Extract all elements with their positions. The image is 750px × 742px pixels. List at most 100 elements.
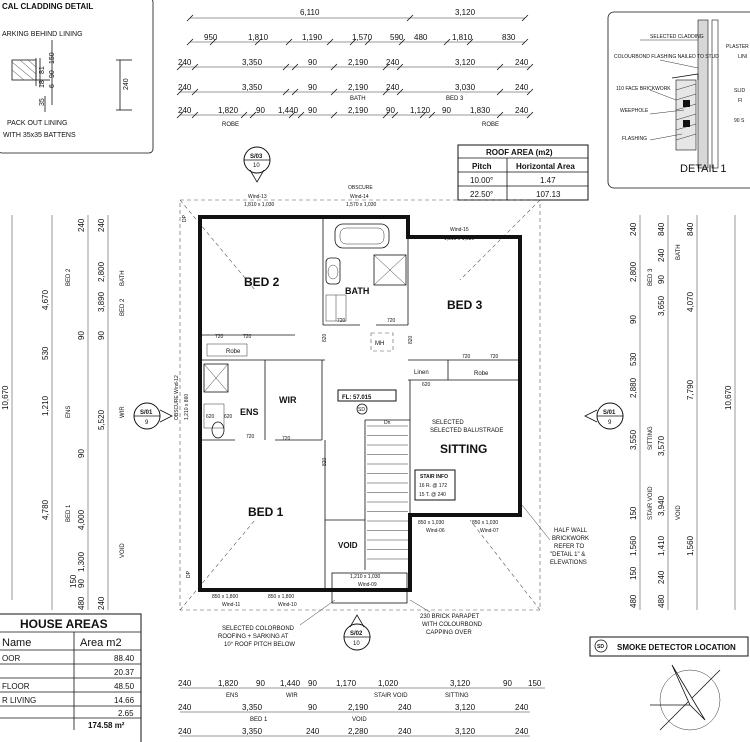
- left-dim-label-wir: WIR: [120, 406, 126, 418]
- bottom-dim-r1-7: 3,120: [450, 679, 471, 688]
- bottom-dim-r1-5: 1,170: [336, 679, 357, 688]
- dimension-tick: [526, 111, 534, 119]
- window-12-size: 1,210 x 860: [184, 394, 190, 420]
- detail1-label-fi: FI: [738, 98, 742, 104]
- bottom-dim-r3-6: 240: [515, 727, 529, 736]
- roof-area-header-pitch: Pitch: [472, 162, 492, 171]
- left-dim-c3-4: 5,520: [97, 409, 106, 430]
- top-dim-r4-1: 3,350: [242, 83, 263, 92]
- top-dimensions: [180, 17, 530, 116]
- left-dim-c3-1: 2,800: [97, 261, 106, 282]
- dimension-tick: [382, 88, 390, 96]
- right-dim-label-bed3: BED 3: [648, 268, 654, 286]
- room-labels: BED 2 BATH BED 3 ENS WIR SITTING BED 1 V…: [206, 275, 489, 550]
- top-dim-r4-5: 3,030: [455, 83, 476, 92]
- dimension-tick: [285, 38, 293, 46]
- section-marker-bottom: S/02 10: [343, 614, 371, 651]
- cladding-dim-18: 18: [39, 80, 46, 88]
- dimension-tick: [291, 88, 299, 96]
- section-marker-left-num: 9: [145, 420, 149, 426]
- left-dim-label-bed2b: BED 2: [120, 298, 126, 316]
- dimension-tick: [382, 111, 390, 119]
- door-620-a: 620: [206, 414, 215, 420]
- callout-roofing-1: SELECTED COLORBOND: [222, 626, 295, 632]
- window-15-size: 1,810 x 1,030: [444, 236, 475, 242]
- dimension-tick: [176, 63, 184, 71]
- left-dim-c2-6: 150: [69, 574, 78, 588]
- section-marker-top-id: S/03: [250, 154, 263, 160]
- room-bed2: BED 2: [244, 275, 280, 289]
- dimension-tick: [391, 111, 399, 119]
- right-dim-label-bath: BATH: [676, 244, 682, 260]
- cladding-dim-150: 150: [49, 52, 56, 64]
- bottom-dim-r1-8: 90: [503, 679, 512, 688]
- dimension-tick: [526, 88, 534, 96]
- top-dim-r5-0: 240: [178, 106, 192, 115]
- right-dim-c1-2: 90: [629, 315, 638, 324]
- right-dim-c3-0: 840: [686, 222, 695, 236]
- top-dim-r3-5: 3,120: [455, 58, 476, 67]
- callout-roofing-3: 10° ROOF PITCH BELOW: [224, 642, 295, 648]
- north-arrow-icon: [650, 664, 721, 731]
- callout-roofing-2: ROOFING + SARKING AT: [218, 634, 289, 640]
- top-dim-labels: 6,110 3,120 950 1,810 1,190 1,570 590 48…: [178, 8, 529, 128]
- section-marker-left: S/01 9: [133, 402, 173, 430]
- bottom-dim-r2-2: 90: [308, 703, 317, 712]
- floor-level-label: FL: 57.015: [342, 395, 372, 401]
- cladding-dim-240: 240: [123, 78, 130, 90]
- bottom-dim-r3-4: 240: [398, 727, 412, 736]
- bottom-dim-r3-3: 2,280: [348, 727, 369, 736]
- dimension-tick: [240, 111, 248, 119]
- door-720-h: 720: [246, 434, 255, 440]
- left-dim-c3-0: 240: [97, 218, 106, 232]
- cladding-dim-35: 35: [39, 98, 46, 106]
- top-dim-ticks: [176, 14, 534, 119]
- bottom-dim-r2-3: 2,190: [348, 703, 369, 712]
- door-720-e: 720: [462, 354, 471, 360]
- detail1-label-lining: LINI: [738, 54, 747, 60]
- dimension-tick: [191, 63, 199, 71]
- window-14-obscure: OBSCURE: [348, 185, 373, 191]
- door-720-f: 720: [490, 354, 499, 360]
- window-14-label: Wind-14: [350, 194, 369, 200]
- right-dim-c3-1: 4,070: [686, 291, 695, 312]
- door-620-b: 620: [224, 414, 233, 420]
- top-dim-r5-label-robe-b: ROBE: [482, 122, 499, 128]
- dimension-tick: [291, 63, 299, 71]
- dimension-tick: [191, 88, 199, 96]
- callout-parapet-3: CAPPING OVER: [426, 630, 472, 636]
- roof-area-pitch-2: 22.50°: [470, 190, 493, 199]
- right-dim-c1-9: 480: [629, 594, 638, 608]
- top-dim-r3-0: 240: [178, 58, 192, 67]
- detail1-label-flashing: FLASHING: [622, 136, 647, 142]
- house-areas-header-name: Name: [2, 637, 31, 649]
- top-dim-r2-3: 1,570: [352, 33, 373, 42]
- roof-area-pitch-1: 10.00°: [470, 176, 493, 185]
- house-areas-row2-area: 20.37: [114, 668, 135, 677]
- top-dim-r4-label-bath: BATH: [350, 96, 366, 102]
- left-dim-c3-3: 90: [97, 331, 106, 340]
- dimension-tick: [288, 111, 296, 119]
- dimension-tick: [396, 88, 404, 96]
- right-dim-c1-7: 1,560: [629, 535, 638, 556]
- door-820-b: 820: [408, 335, 414, 344]
- top-dim-r4-4: 240: [386, 83, 400, 92]
- stair-info-title: STAIR INFO: [420, 474, 448, 480]
- left-dim-c2-4: 1,300: [77, 551, 86, 572]
- right-dim-c2-1: 240: [657, 248, 666, 262]
- bottom-dim-r3-1: 3,350: [242, 727, 263, 736]
- top-dim-r3-6: 240: [515, 58, 529, 67]
- right-dim-c1-5: 3,550: [629, 429, 638, 450]
- downpipe-2: DP: [186, 570, 192, 578]
- window-09-label: Wind-09: [358, 582, 377, 588]
- house-areas-row3-name: FLOOR: [2, 682, 30, 691]
- cladding-detail-title: CAL CLADDING DETAIL: [2, 2, 93, 11]
- roof-area-value-1: 1.47: [540, 176, 556, 185]
- right-dim-c2-0: 840: [657, 222, 666, 236]
- dimension-tick: [364, 38, 372, 46]
- room-bath: BATH: [345, 286, 369, 296]
- callout-roofing: SELECTED COLORBOND ROOFING + SARKING AT …: [218, 599, 336, 648]
- right-dim-label-stairvoid: STAIR VOID: [648, 486, 654, 520]
- top-dim-r2-7: 830: [502, 33, 516, 42]
- right-dim-c1-6: 150: [629, 506, 638, 520]
